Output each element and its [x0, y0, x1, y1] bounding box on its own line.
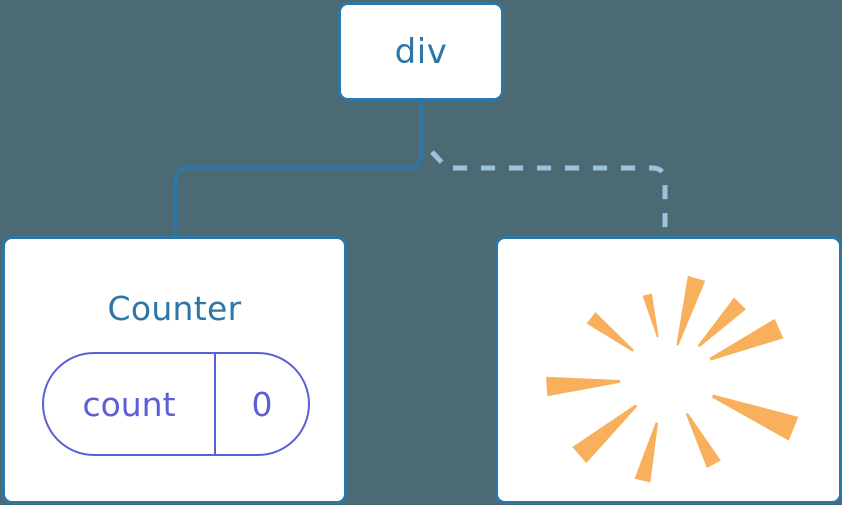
node-render-output[interactable] — [495, 236, 842, 504]
sparkle-ray-9 — [709, 318, 784, 361]
sparkle-ray-2 — [642, 293, 659, 338]
node-div[interactable]: div — [338, 2, 504, 101]
prop-value: 0 — [251, 384, 273, 424]
sparkle-ray-5 — [572, 404, 638, 464]
sparkle-ray-7 — [685, 412, 721, 468]
sparkle-ray-3 — [586, 312, 635, 352]
sparkle-ray-8 — [711, 394, 799, 441]
edge-div-to-counter — [173, 99, 423, 238]
sparkle-ray-1 — [676, 275, 706, 346]
edge-div-to-render — [430, 150, 668, 236]
sparkle-ray-10 — [697, 297, 747, 348]
prop-key: count — [44, 354, 216, 454]
sparkle-ray-6 — [634, 422, 659, 483]
prop-badge-count[interactable]: count 0 — [42, 352, 310, 456]
node-div-label: div — [394, 31, 448, 72]
render-sparkle-icon — [546, 275, 799, 483]
node-counter-label: Counter — [107, 289, 242, 328]
sparkle-ray-4 — [546, 376, 621, 397]
